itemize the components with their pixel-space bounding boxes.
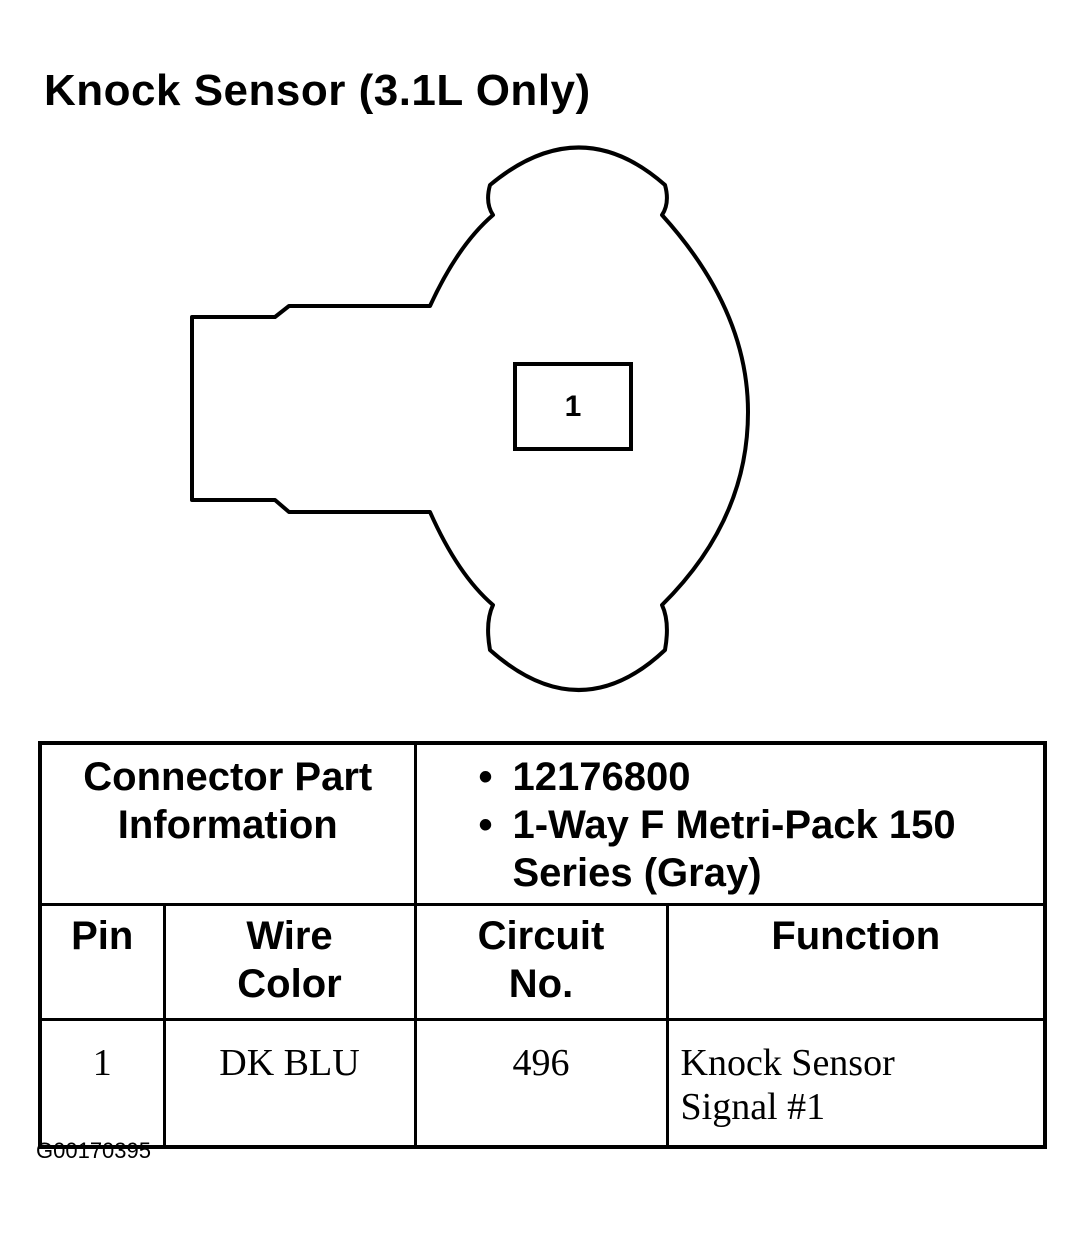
- col-header-function: Function: [665, 903, 1047, 1021]
- cell-pin: 1: [38, 1018, 166, 1149]
- cell-function: Knock Sensor Signal #1: [665, 1018, 1047, 1149]
- part-info-header: Connector Part Information: [38, 741, 417, 906]
- col-header-pin: Pin: [38, 903, 166, 1021]
- cell-circuit-no: 496: [413, 1018, 669, 1149]
- part-info-values: 12176800 1-Way F Metri-Pack 150 Series (…: [413, 741, 1047, 906]
- diagram-title: Knock Sensor (3.1L Only): [44, 66, 591, 115]
- pin-cavity-1: [513, 362, 633, 451]
- connector-info-table: Connector Part Information 12176800 1-Wa…: [38, 741, 1047, 1149]
- col-header-wire-color-text: Wire Color: [237, 914, 342, 1006]
- connector-outline: [190, 145, 750, 692]
- connector-face-drawing: 1: [190, 145, 750, 692]
- connector-type: 1-Way F Metri-Pack 150 Series (Gray): [479, 801, 1044, 897]
- table-row: 1 DK BLU 496 Knock Sensor Signal #1: [38, 1018, 1047, 1149]
- cell-function-text: Knock Sensor Signal #1: [680, 1042, 895, 1128]
- cell-wire-color: DK BLU: [162, 1018, 417, 1149]
- figure-id: G00170395: [36, 1138, 151, 1163]
- col-header-wire-color: Wire Color: [162, 903, 417, 1021]
- col-header-circuit-no-text: Circuit No.: [477, 914, 605, 1006]
- part-info-row: Connector Part Information 12176800 1-Wa…: [38, 741, 1047, 906]
- part-info-header-text: Connector Part Information: [83, 755, 373, 847]
- part-number: 12176800: [479, 753, 1044, 801]
- col-header-circuit-no: Circuit No.: [413, 903, 669, 1021]
- pin-label-1: 1: [565, 390, 582, 423]
- column-header-row: Pin Wire Color Circuit No. Function: [38, 903, 1047, 1021]
